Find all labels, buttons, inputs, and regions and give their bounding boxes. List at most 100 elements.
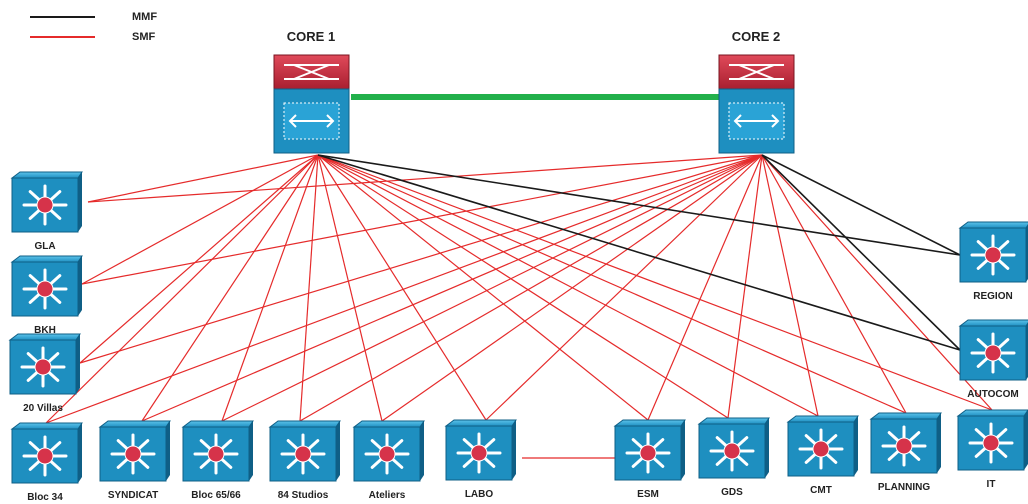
switch-icon (10, 255, 83, 317)
switch-planning[interactable]: PLANNING (869, 412, 942, 493)
switch-hub-icon (294, 445, 312, 463)
smf-link (317, 154, 993, 411)
core-chassis-top (273, 54, 350, 90)
switch-side (937, 413, 941, 473)
switch-icon (958, 221, 1028, 283)
switch-side (78, 423, 82, 483)
links-layer (45, 94, 993, 459)
switch-top (8, 333, 81, 341)
switch-region[interactable]: REGION (958, 221, 1028, 302)
switch-hub-icon (723, 442, 741, 460)
switch-arrows-icon (20, 346, 66, 388)
switch-icon (181, 420, 254, 482)
smf-link (87, 154, 763, 203)
switch-hub-icon (812, 440, 830, 458)
switch-arrows-icon (193, 433, 239, 475)
switch-label: GLA (34, 241, 55, 252)
switch-top (958, 319, 1028, 327)
switch-label: CMT (810, 485, 832, 496)
smf-link (485, 154, 763, 421)
switch-icon (8, 333, 81, 395)
switch-hub-icon (639, 444, 657, 462)
switch-label: Bloc 65/66 (191, 490, 241, 501)
switch-label: Ateliers (369, 490, 406, 501)
switch-gds[interactable]: GDS (697, 417, 770, 498)
smf-link (317, 154, 729, 419)
switch-top (786, 415, 859, 423)
switch-side (420, 421, 424, 481)
switch-label: SYNDICAT (108, 490, 158, 501)
switch-label: REGION (973, 291, 1012, 302)
legend-mmf-label: MMF (132, 11, 157, 23)
switch-icon (613, 419, 686, 481)
switch-gla[interactable]: GLA (10, 171, 83, 252)
switch-bloc-65-66[interactable]: Bloc 65/66 (181, 420, 254, 501)
smf-link (299, 154, 319, 422)
switch-cmt[interactable]: CMT (786, 415, 859, 496)
smf-link (761, 154, 907, 414)
switch-arrows-icon (456, 432, 502, 474)
core-switch-1[interactable]: CORE 1 (273, 29, 350, 154)
switch-arrows-icon (798, 428, 844, 470)
switch-side (76, 334, 80, 394)
switch-label: IT (987, 479, 996, 490)
switch-top (181, 420, 254, 428)
smf-link (317, 154, 819, 417)
smf-link (79, 154, 319, 364)
switch-icon (444, 419, 517, 481)
smf-link (45, 154, 763, 424)
mmf-link (761, 154, 961, 351)
switch-20-villas[interactable]: 20 Villas (8, 333, 81, 414)
switch-hub-icon (124, 445, 142, 463)
switch-label: PLANNING (878, 482, 930, 493)
switch-hub-icon (207, 445, 225, 463)
switch-arrows-icon (709, 430, 755, 472)
switch-bkh[interactable]: BKH (10, 255, 83, 336)
switch-label: LABO (465, 489, 494, 500)
switch-arrows-icon (881, 425, 927, 467)
switch-arrows-icon (364, 433, 410, 475)
core-label: CORE 1 (287, 29, 335, 44)
switch-hub-icon (470, 444, 488, 462)
switch-top (98, 420, 171, 428)
switch-arrows-icon (970, 234, 1016, 276)
switch-labo[interactable]: LABO (444, 419, 517, 500)
switch-it[interactable]: IT (956, 409, 1028, 490)
smf-link (761, 154, 993, 411)
smf-link (81, 154, 319, 285)
switch-icon (956, 409, 1028, 471)
mmf-link (761, 154, 961, 256)
switch-top (10, 171, 83, 179)
switch-side (765, 418, 769, 478)
legend-smf-label: SMF (132, 31, 156, 43)
switch-bloc-34[interactable]: Bloc 34 (10, 422, 83, 503)
smf-link (317, 154, 487, 421)
switch-84-studios[interactable]: 84 Studios (268, 420, 341, 501)
smf-link (45, 154, 319, 424)
core-switch-2[interactable]: CORE 2 (718, 29, 795, 154)
switch-top (10, 255, 83, 263)
switch-esm[interactable]: ESM (613, 419, 686, 500)
switch-hub-icon (984, 246, 1002, 264)
switch-ateliers[interactable]: Ateliers (352, 420, 425, 501)
switch-icon (10, 422, 83, 484)
switch-label: GDS (721, 487, 743, 498)
switch-icon (352, 420, 425, 482)
switch-syndicat[interactable]: SYNDICAT (98, 420, 171, 501)
smf-link (317, 154, 907, 414)
switch-top (444, 419, 517, 427)
switch-arrows-icon (625, 432, 671, 474)
core-arrows-icon (288, 114, 335, 128)
switch-label: AUTOCOM (967, 389, 1018, 400)
switch-arrows-icon (968, 422, 1014, 464)
smf-link (141, 154, 319, 422)
switch-side (681, 420, 685, 480)
switch-autocom[interactable]: AUTOCOM (958, 319, 1028, 400)
switch-hub-icon (36, 280, 54, 298)
smf-link (81, 154, 763, 285)
switch-side (78, 256, 82, 316)
switch-label: ESM (637, 489, 659, 500)
switch-top (697, 417, 770, 425)
switch-side (78, 172, 82, 232)
